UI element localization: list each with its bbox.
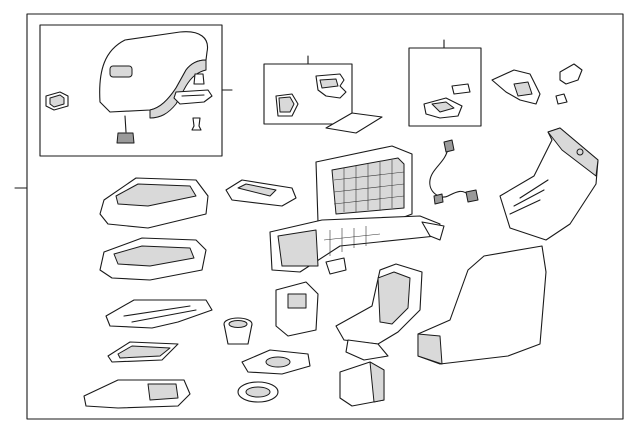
trim-bezel-insert bbox=[513, 81, 533, 97]
rear-panel-lower bbox=[345, 339, 389, 361]
rear-panel bbox=[335, 263, 423, 361]
cup-insert-inner bbox=[228, 320, 248, 328]
floor-liner-inner bbox=[117, 345, 171, 359]
ring-trim bbox=[237, 381, 279, 403]
side-panel-hole bbox=[576, 148, 584, 156]
insulator-pad bbox=[325, 112, 383, 134]
connector-plug bbox=[559, 63, 583, 85]
console-mat-pattern bbox=[123, 305, 197, 323]
accessory-bezel-body bbox=[275, 281, 319, 337]
rear-cover-shade bbox=[369, 361, 385, 403]
switch-bracket-group bbox=[408, 39, 482, 127]
side-panel bbox=[499, 127, 599, 241]
cup-insert bbox=[223, 317, 253, 345]
latch-rod bbox=[124, 115, 127, 133]
cupholder-plate-ring bbox=[265, 356, 291, 368]
switch-bracket-detail bbox=[431, 101, 455, 113]
harness-connector-end bbox=[465, 189, 479, 203]
storage-bin-rim bbox=[115, 183, 197, 207]
rear-panel-insert bbox=[377, 271, 411, 325]
latch-button-face bbox=[49, 94, 65, 108]
lower-side-panel bbox=[417, 245, 547, 365]
switch-clip bbox=[451, 83, 471, 95]
lid-hinge bbox=[173, 89, 213, 105]
side-panel-body bbox=[499, 127, 599, 241]
storage-bin bbox=[99, 177, 209, 229]
console-base bbox=[269, 145, 445, 275]
cupholder-plate bbox=[241, 349, 311, 375]
console-base-tab bbox=[421, 221, 445, 241]
side-panel-texture bbox=[509, 179, 549, 215]
lower-trim-plate bbox=[83, 379, 191, 409]
harness-connector-top bbox=[443, 139, 455, 153]
shelf-bracket-detail bbox=[237, 183, 277, 197]
accessory-bezel-opening bbox=[287, 293, 307, 309]
console-mat-body bbox=[105, 299, 213, 329]
bracket-clip-face bbox=[278, 96, 295, 113]
lid-latch-opening bbox=[109, 65, 133, 78]
cup-insert-body bbox=[223, 323, 253, 345]
small-clip bbox=[193, 73, 205, 85]
accessory-bezel bbox=[275, 281, 319, 337]
lid-kit-group bbox=[39, 24, 233, 157]
harness-connector-mid bbox=[433, 193, 444, 205]
connector-plug-small bbox=[555, 93, 568, 105]
cupholder-tray-well bbox=[113, 245, 195, 267]
cupholder-tray bbox=[99, 237, 207, 281]
lower-side-panel-edge bbox=[417, 333, 443, 365]
screw bbox=[191, 117, 202, 131]
diagram-frame bbox=[26, 13, 624, 420]
bracket-group bbox=[263, 55, 353, 125]
console-base-ribs bbox=[333, 160, 405, 212]
latch-knob bbox=[116, 132, 135, 144]
side-panel-ridge bbox=[547, 127, 599, 177]
lower-trim-plate-opening bbox=[147, 383, 179, 401]
wiring-harness bbox=[429, 139, 479, 205]
armrest-lid-side bbox=[149, 59, 207, 119]
console-mat bbox=[105, 299, 213, 329]
console-base-lower-ribs bbox=[323, 226, 381, 256]
lid-hinge-detail bbox=[181, 94, 205, 97]
console-base-foot bbox=[325, 257, 347, 275]
switch-bracket-box bbox=[408, 47, 482, 127]
ring-trim-inner bbox=[245, 386, 271, 398]
mounting-bracket-tab bbox=[319, 78, 339, 89]
console-base-storage bbox=[277, 229, 319, 267]
harness-wire bbox=[429, 147, 471, 198]
